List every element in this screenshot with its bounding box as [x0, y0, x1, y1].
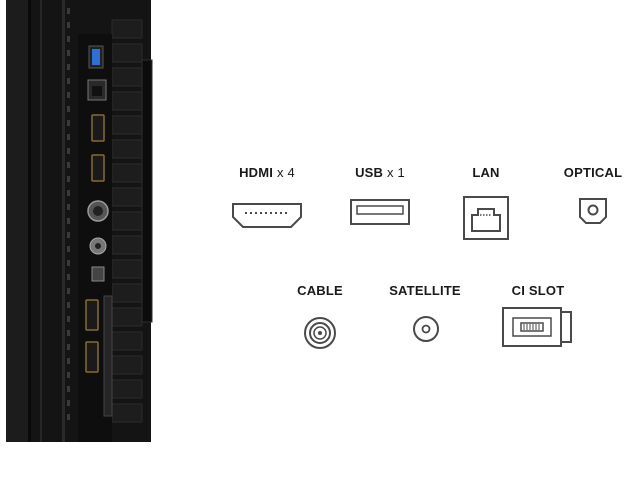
port-optical-label: OPTICAL: [563, 165, 623, 180]
port-cable-label: CABLE: [297, 283, 343, 298]
port-usb: USB x 1: [335, 160, 425, 240]
satellite-port-icon: [413, 316, 439, 342]
port-lan-label: LAN: [472, 165, 500, 180]
hdmi-port-icon: [232, 203, 302, 228]
port-lan: LAN: [441, 160, 531, 240]
port-cable: CABLE: [280, 278, 360, 358]
port-hdmi-label: HDMI x 4: [239, 165, 295, 180]
ci-slot-icon: [502, 307, 572, 347]
port-ci-slot-label: CI SLOT: [511, 283, 565, 298]
port-satellite: SATELLITE: [380, 278, 470, 358]
cable-port-icon: [304, 317, 336, 349]
port-ci-slot: CI SLOT: [493, 278, 583, 358]
usb-port-icon: [350, 199, 410, 225]
tv-rear-panel-image: [0, 0, 160, 442]
port-satellite-label: SATELLITE: [389, 283, 461, 298]
port-optical: OPTICAL: [548, 160, 638, 240]
optical-port-icon: [579, 198, 607, 224]
lan-port-icon: [463, 196, 509, 240]
port-hdmi: HDMI x 4: [222, 160, 312, 240]
port-usb-label: USB x 1: [355, 165, 405, 180]
